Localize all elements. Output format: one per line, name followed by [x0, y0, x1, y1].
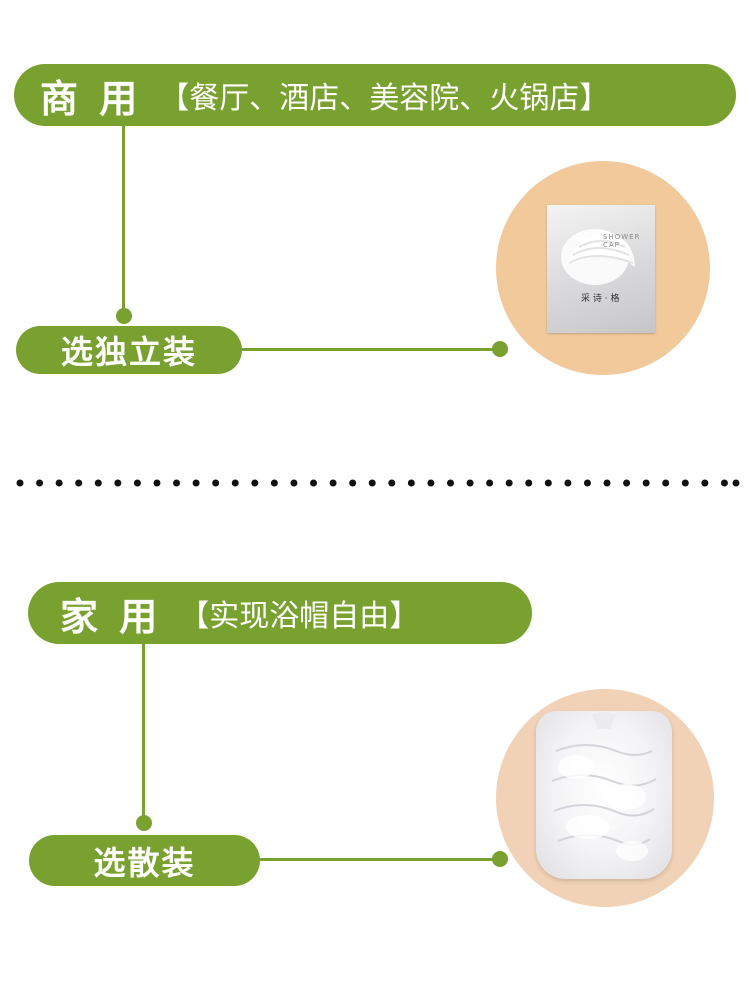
- divider-dot: [427, 479, 435, 487]
- divider-dot: [603, 479, 611, 487]
- divider-dot: [701, 479, 709, 487]
- single-pack-connector: [242, 348, 500, 351]
- bulk-pack-connector: [260, 858, 500, 861]
- shower-cap-packet-illustration: [561, 229, 635, 285]
- bulk-pack-connector-dot: [492, 851, 508, 867]
- divider-dot: [55, 479, 63, 487]
- home-subtitle: 【实现浴帽自由】: [179, 599, 420, 634]
- divider-dot: [564, 479, 572, 487]
- divider-dot: [681, 479, 689, 487]
- single-pack-option: 选独立装: [16, 326, 242, 374]
- home-connector-dot-top: [136, 815, 152, 831]
- bulk-bag: [536, 711, 672, 879]
- divider-dot: [329, 479, 337, 487]
- divider-dot: [270, 479, 278, 487]
- divider-dot: [153, 479, 161, 487]
- divider-dot: [732, 479, 740, 487]
- commercial-connector-dot-top: [116, 308, 132, 324]
- packet-title: SHOWER CAP: [603, 233, 641, 249]
- divider-dot: [173, 479, 181, 487]
- divider-dot: [75, 479, 83, 487]
- home-connector-vertical: [142, 642, 145, 822]
- divider-dot: [133, 479, 141, 487]
- section-divider: [16, 479, 740, 487]
- divider-dot: [720, 479, 728, 487]
- divider-dot: [505, 479, 513, 487]
- product-image-bulk-pack: [496, 689, 714, 907]
- divider-dot: [192, 479, 200, 487]
- divider-dot: [623, 479, 631, 487]
- shower-cap-packet: SHOWER CAP 采 诗 · 格: [547, 205, 655, 333]
- divider-dot: [114, 479, 122, 487]
- divider-dot: [583, 479, 591, 487]
- divider-dot: [251, 479, 259, 487]
- divider-dot: [446, 479, 454, 487]
- divider-dot: [388, 479, 396, 487]
- home-title: 家 用: [60, 594, 162, 639]
- divider-dot: [310, 479, 318, 487]
- commercial-title: 商 用: [40, 76, 142, 121]
- divider-dot: [212, 479, 220, 487]
- product-image-single-pack: SHOWER CAP 采 诗 · 格: [496, 161, 710, 375]
- home-header: 家 用 【实现浴帽自由】: [28, 582, 532, 644]
- divider-dot: [525, 479, 533, 487]
- bulk-pack-option: 选散装: [29, 835, 260, 886]
- divider-dot: [486, 479, 494, 487]
- bulk-bag-illustration: [551, 712, 657, 861]
- single-pack-connector-dot: [492, 341, 508, 357]
- divider-dot: [231, 479, 239, 487]
- divider-dot: [407, 479, 415, 487]
- divider-dot: [16, 479, 24, 487]
- commercial-header: 商 用 【餐厅、酒店、美容院、火锅店】: [14, 64, 736, 126]
- packet-brand: 采 诗 · 格: [581, 294, 620, 304]
- commercial-connector-vertical: [122, 124, 125, 316]
- divider-dot: [642, 479, 650, 487]
- divider-dot: [349, 479, 357, 487]
- divider-dot: [662, 479, 670, 487]
- divider-dot: [94, 479, 102, 487]
- divider-dot: [466, 479, 474, 487]
- divider-dot: [544, 479, 552, 487]
- divider-dot: [368, 479, 376, 487]
- commercial-subtitle: 【餐厅、酒店、美容院、火锅店】: [159, 81, 610, 116]
- divider-dot: [36, 479, 44, 487]
- divider-dot: [290, 479, 298, 487]
